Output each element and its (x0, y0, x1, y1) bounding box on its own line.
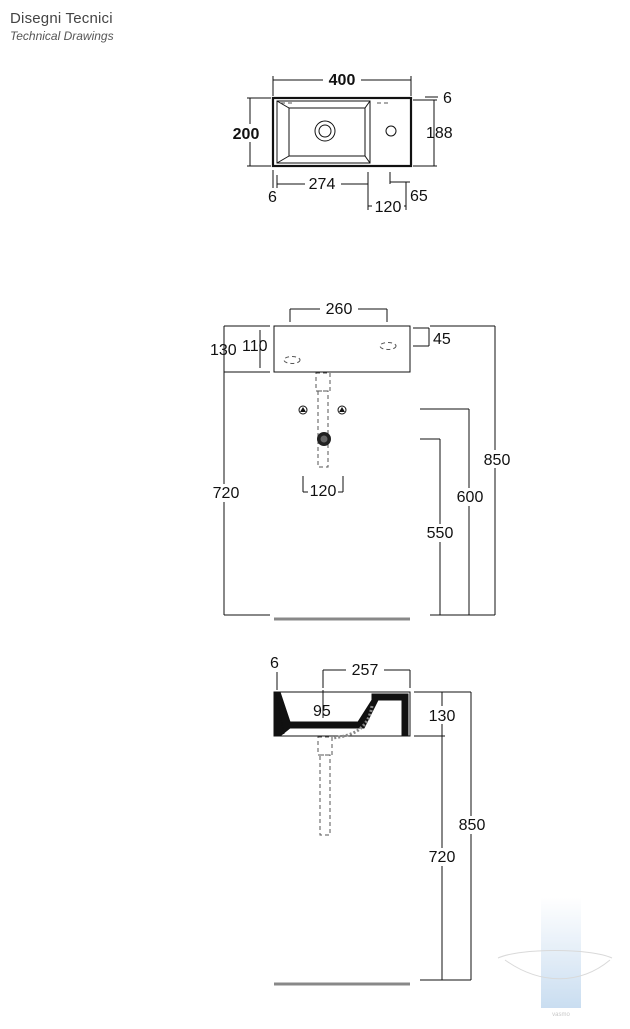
dim-top-width: 400 (329, 72, 356, 89)
dim-top-inner-height: 188 (426, 125, 453, 142)
dim-front-basin-height: 45 (433, 331, 451, 348)
dim-side-drain: 95 (313, 703, 331, 720)
side-view-siphon (317, 736, 333, 756)
watermark-logo: vasmo (497, 898, 613, 1018)
dim-top-rim-left: 6 (268, 189, 277, 206)
front-view-basin (273, 325, 411, 373)
header: Disegni Tecnici Technical Drawings (10, 10, 114, 43)
top-view-outline (271, 96, 413, 168)
side-view: 6 257 95 130 720 850 (270, 655, 490, 986)
dim-front-under: 720 (213, 485, 240, 502)
top-view-drain (314, 120, 336, 142)
dim-top-rim: 6 (443, 90, 452, 107)
dim-front-total: 850 (484, 452, 511, 469)
watermark-brand: vasmo (552, 1012, 570, 1018)
dim-side-rim: 6 (270, 655, 279, 672)
dim-front-wall: 600 (457, 489, 484, 506)
dim-side-under: 720 (429, 849, 456, 866)
dim-side-total: 850 (459, 817, 486, 834)
page-subtitle: Technical Drawings (10, 29, 114, 43)
dim-top-height: 200 (233, 126, 260, 143)
dim-top-tap-edge: 65 (410, 188, 428, 205)
top-view-bowl (288, 107, 366, 157)
top-view-tap-hole (385, 125, 397, 137)
dim-top-tap-offset: 120 (375, 199, 402, 216)
dim-top-basin-width: 274 (309, 176, 336, 193)
dim-side-depth: 257 (352, 662, 379, 679)
side-view-section (273, 691, 409, 737)
front-view-siphon (315, 372, 331, 392)
dim-front-drain-spacing: 120 (310, 483, 337, 500)
dim-side-basin-height: 130 (429, 708, 456, 725)
dim-front-top: 260 (326, 301, 353, 318)
dim-front-inner-top: 110 (242, 338, 268, 355)
top-view: 400 200 6 188 6 274 120 65 (230, 71, 453, 216)
dim-front-overall-top: 130 (210, 342, 237, 359)
page-title: Disegni Tecnici (10, 10, 113, 27)
dim-front-trap: 550 (427, 525, 454, 542)
front-view: 260 45 130 110 720 850 600 550 (208, 300, 516, 621)
